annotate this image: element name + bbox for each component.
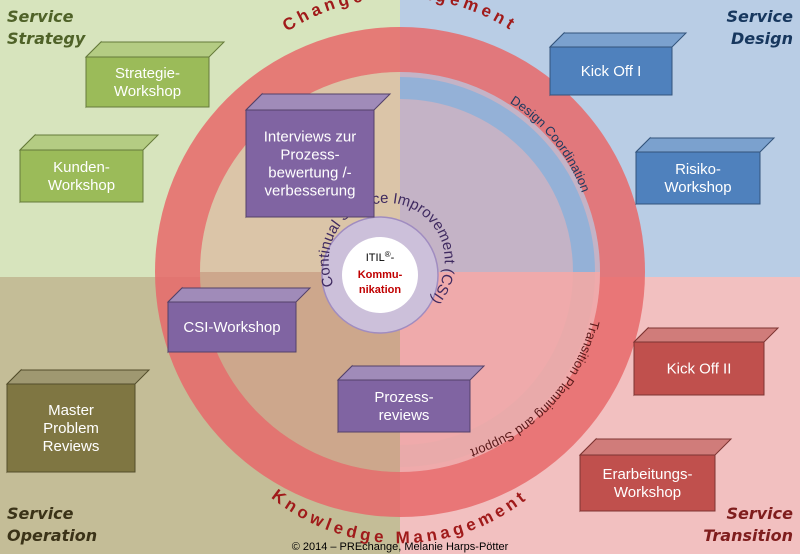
operation-label-line2: Operation (7, 526, 97, 545)
box-csi-workshop-top (166, 287, 312, 303)
box-kickoff-1-front (549, 46, 673, 96)
box-master-problem-reviews-text: Problem (43, 420, 99, 437)
transition-planning-band (399, 271, 595, 467)
transition-label-line1: Service (726, 504, 793, 523)
box-prozessreviews-front (337, 379, 471, 433)
box-prozessreviews: Prozess-reviews (336, 364, 486, 434)
box-csi-workshop-text: CSI-Workshop (183, 319, 280, 336)
inner-q2 (400, 72, 600, 272)
box-interviews-text: verbesserung (265, 183, 356, 200)
box-kickoff-2: Kick Off II (632, 326, 780, 397)
design-label-line2: Design (731, 29, 793, 48)
box-master-problem-reviews-top (5, 369, 151, 385)
box-kickoff-2-text: Kick Off II (667, 361, 732, 378)
box-erarbeitungs-workshop-top (578, 438, 733, 456)
box-master-problem-reviews-text: Master (48, 402, 94, 419)
box-kunden-workshop-text: Workshop (48, 177, 115, 194)
box-kunden-workshop: Kunden-Workshop (18, 133, 160, 204)
box-erarbeitungs-workshop: Erarbeitungs-Workshop (578, 437, 733, 513)
box-strategie-workshop-text: Strategie- (115, 65, 180, 82)
box-risiko-workshop-front (635, 151, 761, 205)
box-kickoff-1-top (548, 32, 688, 48)
copyright: © 2014 – PREchange, Melanie Harps-Pötter (292, 541, 509, 553)
box-master-problem-reviews-text: Reviews (43, 438, 100, 455)
box-risiko-workshop-text: Workshop (664, 179, 731, 196)
box-csi-workshop-front (167, 301, 297, 353)
kommunikation-line2: nikation (359, 284, 401, 296)
box-strategie-workshop-front (85, 56, 210, 108)
box-prozessreviews-text: Prozess- (374, 389, 433, 406)
itil-center-circle (342, 237, 418, 313)
box-erarbeitungs-workshop-text: Workshop (614, 484, 681, 501)
box-interviews-text: Prozess- (280, 147, 339, 164)
box-risiko-workshop: Risiko-Workshop (634, 136, 776, 206)
strategy-label-line1: Service (7, 7, 74, 26)
design-coordination-band (399, 77, 595, 273)
box-master-problem-reviews-front (6, 383, 136, 473)
box-kickoff-1-text: Kick Off I (581, 63, 642, 80)
box-csi-workshop: CSI-Workshop (166, 286, 312, 354)
itil-label: ITIL®- (366, 250, 395, 265)
box-kickoff-2-top (632, 327, 780, 343)
box-kickoff-1: Kick Off I (548, 31, 688, 97)
box-interviews-text: Interviews zur (264, 129, 357, 146)
box-strategie-workshop-text: Workshop (114, 83, 181, 100)
box-interviews-top (244, 93, 392, 111)
box-erarbeitungs-workshop-text: Erarbeitungs- (602, 466, 692, 483)
kommunikation-line1: Kommu- (358, 269, 403, 281)
box-kunden-workshop-text: Kunden- (53, 159, 110, 176)
box-interviews-front (245, 109, 375, 218)
box-kunden-workshop-front (19, 149, 144, 203)
box-erarbeitungs-workshop-front (579, 454, 716, 512)
box-kunden-workshop-top (18, 134, 160, 151)
design-label-line1: Service (726, 7, 793, 26)
operation-label-line1: Service (7, 504, 74, 523)
box-kickoff-2-front (633, 341, 765, 396)
box-interviews-text: bewertung /- (268, 165, 351, 182)
box-strategie-workshop-top (84, 41, 226, 58)
box-prozessreviews-text: reviews (379, 407, 430, 424)
strategy-label-line2: Strategy (7, 29, 86, 48)
box-strategie-workshop: Strategie-Workshop (84, 40, 226, 109)
transition-label-line2: Transition (703, 526, 793, 545)
box-prozessreviews-top (336, 365, 486, 381)
box-risiko-workshop-top (634, 137, 776, 153)
box-risiko-workshop-text: Risiko- (675, 161, 721, 178)
